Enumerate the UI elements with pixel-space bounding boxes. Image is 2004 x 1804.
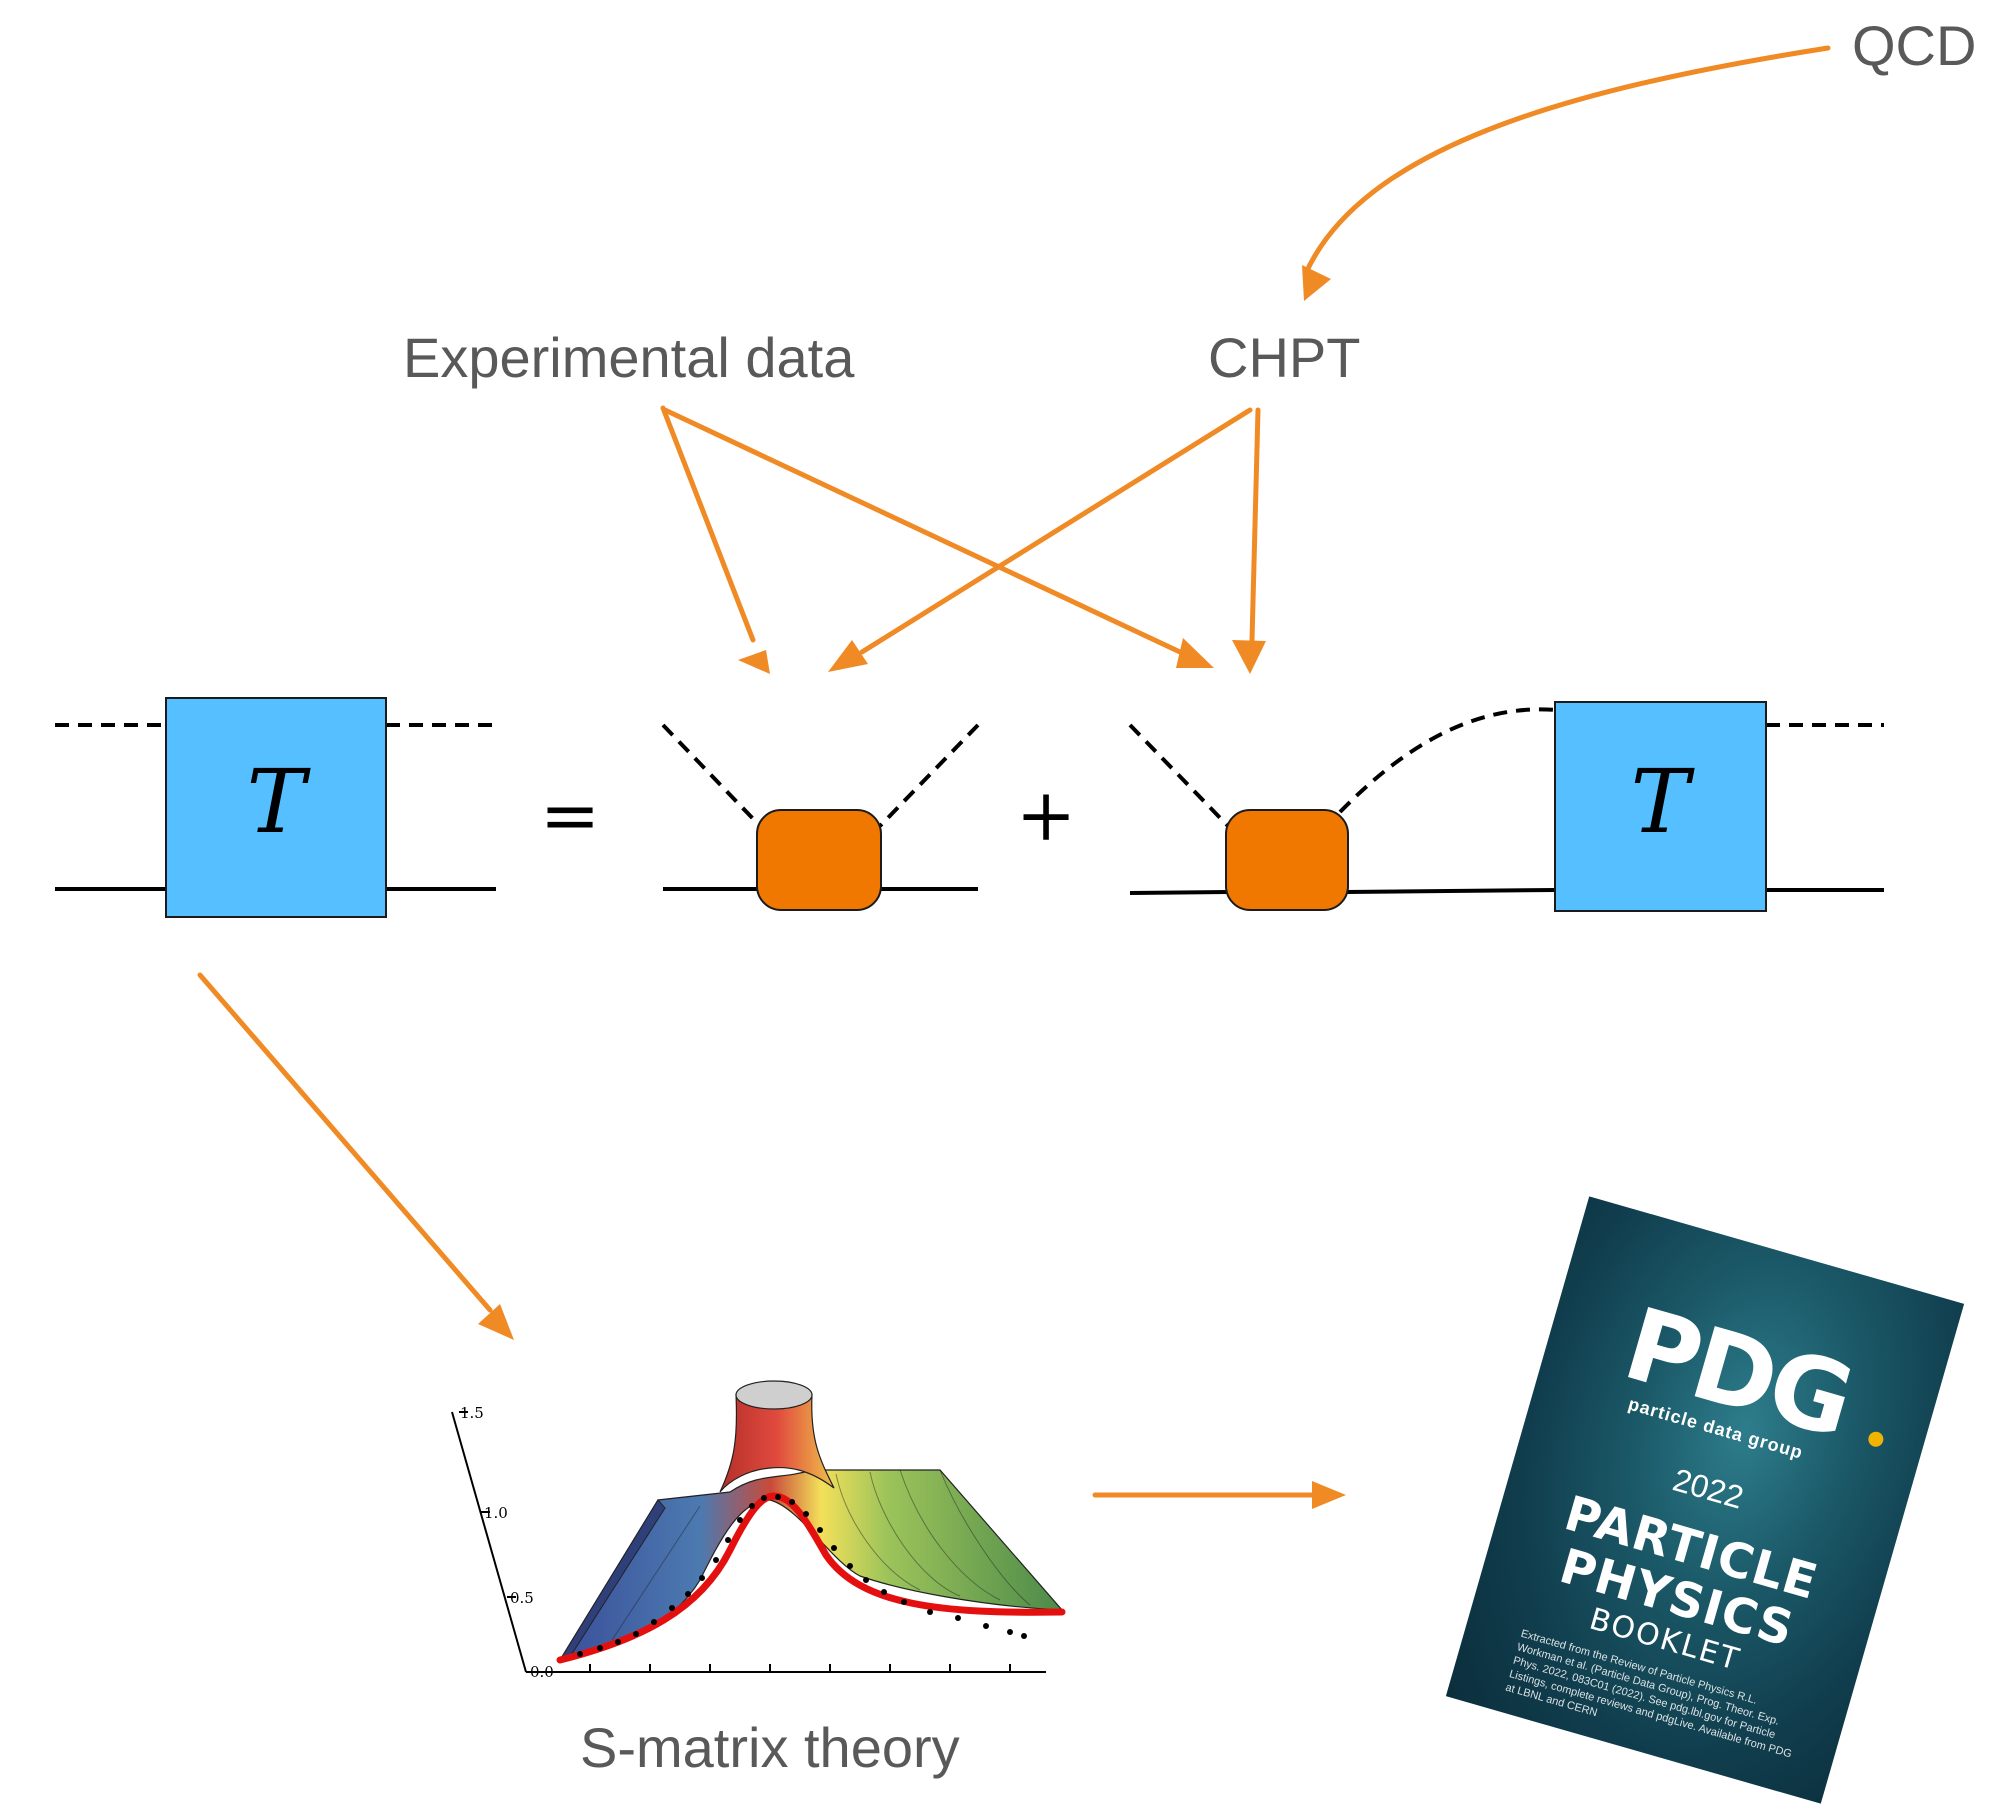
arrow-t-to-smatrix [197, 972, 514, 1340]
arrow-chpt-to-vertex1 [828, 407, 1253, 672]
loop-term: T [1128, 701, 1884, 912]
plot-tick-0-5: 0.5 [510, 1589, 534, 1607]
plot-tick-1-0: 1.0 [484, 1504, 508, 1522]
arrow-smatrix-to-pdg [1092, 1481, 1346, 1509]
vertex-term [661, 723, 980, 911]
vertex-box-2 [1225, 809, 1349, 911]
plot-tick-1-5: 1.5 [460, 1404, 484, 1422]
pdg-logo-dot [1866, 1429, 1886, 1449]
smatrix-surface-plot: 1.5 1.0 0.5 0.0 [451, 1380, 1066, 1681]
arrow-chpt-to-vertex2 [1232, 407, 1266, 674]
plus-sign: + [1016, 773, 1076, 857]
arrow-exp-to-vertex1 [660, 405, 770, 674]
label-chpt: CHPT [1208, 326, 1361, 389]
label-qcd: QCD [1852, 14, 1977, 77]
label-smatrix-theory: S-matrix theory [580, 1716, 960, 1779]
t-symbol-left: T [247, 750, 312, 853]
arrow-exp-to-vertex2 [662, 407, 1214, 668]
arrow-qcd-to-chpt [1302, 45, 1831, 301]
label-experimental-data: Experimental data [403, 326, 855, 389]
t-box-right [1554, 701, 1767, 912]
t-symbol-right: T [1631, 750, 1696, 853]
equals-sign: = [540, 773, 600, 857]
t-matrix-left: T [55, 697, 496, 918]
t-box-left [165, 697, 387, 918]
plot-data-points [577, 1494, 1027, 1657]
plot-tick-0-0: 0.0 [530, 1663, 554, 1681]
vertex-box-1 [756, 809, 882, 911]
